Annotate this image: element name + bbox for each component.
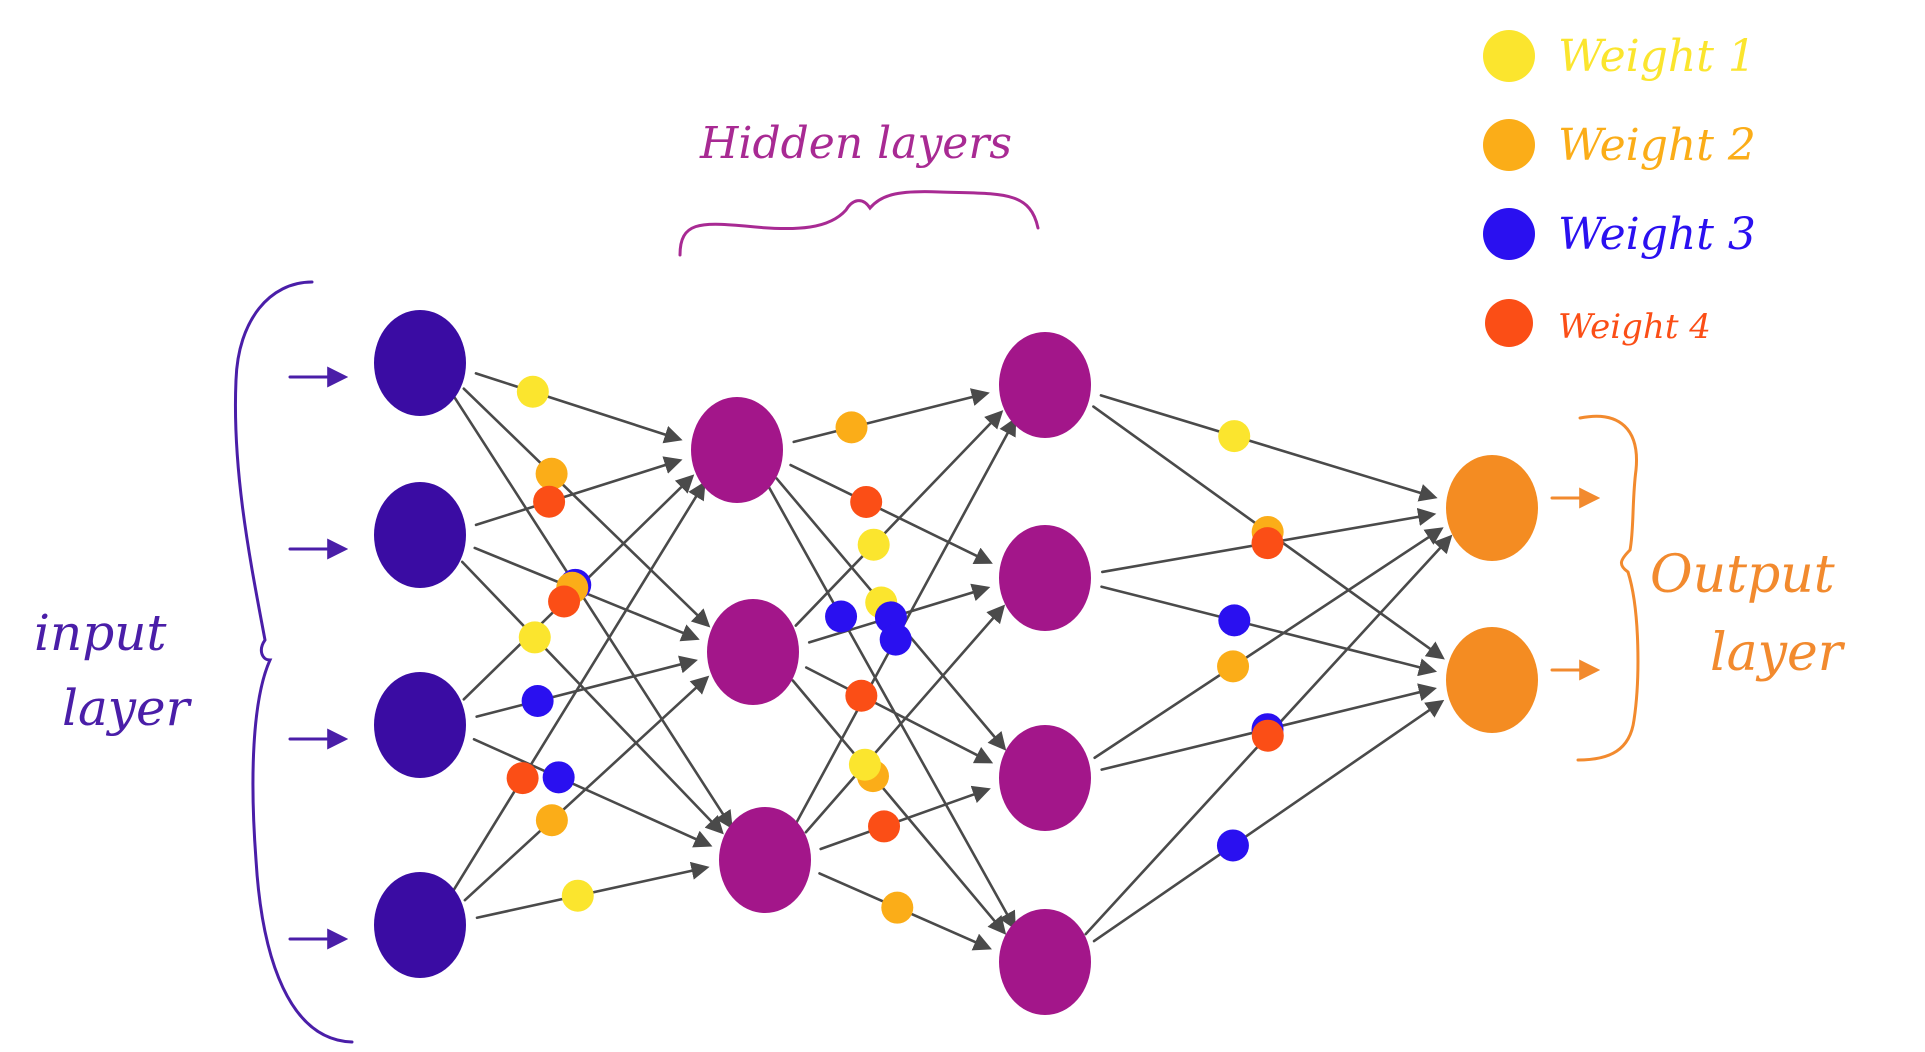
input-node-3 [374,672,466,778]
input-node-2 [374,482,466,588]
hidden1-node-1 [691,397,783,503]
weight-dot-28 [1217,650,1250,683]
connection-edge-18 [804,666,994,764]
connection-edge-9 [450,481,706,894]
weight-dot-22 [868,810,901,843]
connection-edge-5 [460,560,724,835]
weight-dot-27 [1218,604,1251,637]
hidden1-node-2 [707,599,799,705]
weight-dot-23 [881,891,914,924]
input-node-1 [374,310,466,416]
input-layer-label-line1: input [34,604,167,662]
hidden2-node-1 [999,332,1091,438]
input-arrows [288,366,349,950]
input-node-4 [374,872,466,978]
legend-swatch-4 [1485,299,1533,347]
weight-dot-20 [879,623,912,656]
connection-edge-7 [475,655,698,718]
legend-swatch-2 [1483,119,1535,171]
weight-dot-30 [1251,719,1284,752]
connection-edge-27 [1100,585,1438,677]
connection-edge-31 [1092,699,1445,943]
connection-edge-16 [794,410,1004,627]
weight-dot-16 [857,528,890,561]
legend-label-2: Weight 2 [1558,120,1756,171]
hidden2-node-3 [999,725,1091,831]
legend-swatch-1 [1483,30,1535,82]
connection-edge-24 [1099,394,1438,502]
connection-edge-13 [789,463,993,564]
weight-dot-24 [1218,420,1251,453]
output-node-1 [1446,455,1538,561]
weight-dot-21 [848,748,881,781]
weight-dot-6 [548,585,581,618]
hidden2-node-4 [999,909,1091,1015]
weight-dots [506,375,1284,924]
hidden1-node-3 [719,807,811,913]
weight-dot-0 [516,375,549,408]
output-layer-label-line2: layer [1710,623,1846,683]
connection-edge-21 [804,604,1006,834]
connection-edge-15 [765,482,1016,930]
weight-dot-7 [521,684,554,717]
output-node-2 [1446,627,1538,733]
input-layer-brace [233,280,354,1044]
hidden2-node-2 [999,525,1091,631]
weight-dot-1 [535,457,568,490]
weight-dot-5 [518,621,551,654]
connection-edge-28 [1093,527,1444,760]
legend-label-1: Weight 1 [1558,31,1756,82]
legend-label-3: Weight 3 [1558,209,1756,260]
connection-edge-3 [474,456,683,527]
connection-edges [450,372,1453,951]
legend-label-4: Weight 4 [1558,307,1711,347]
legend-swatch-3 [1483,208,1535,260]
connection-edge-19 [791,679,1007,935]
connection-edge-1 [462,387,711,628]
weight-dot-31 [1216,829,1249,862]
hidden-layers-brace [678,190,1040,257]
weight-dot-13 [850,485,883,518]
weight-dot-26 [1251,527,1284,560]
weight-dot-12 [835,411,868,444]
connection-edge-0 [474,372,683,444]
weights-legend: Weight 1 Weight 2 Weight 3 Weight 4 [1483,30,1756,347]
output-arrows [1550,487,1601,681]
weight-dot-9 [506,762,539,795]
weight-dot-15 [825,600,858,633]
connection-edge-2 [451,393,733,830]
connection-edge-22 [819,785,991,851]
hidden-layers-label: Hidden layers [699,118,1012,169]
output-layer-brace [1576,414,1640,762]
weight-dot-3 [533,485,566,518]
connection-edge-12 [792,388,990,444]
connection-edge-10 [463,675,710,902]
weight-dot-10 [535,804,568,837]
weight-dot-11 [561,879,594,912]
input-layer-label-line2: layer [62,679,193,737]
connection-edge-8 [472,737,713,848]
network-nodes [374,310,1538,1015]
weight-dot-18 [845,679,878,712]
weight-dot-8 [542,761,575,794]
output-layer-label-line1: Output [1650,545,1835,605]
